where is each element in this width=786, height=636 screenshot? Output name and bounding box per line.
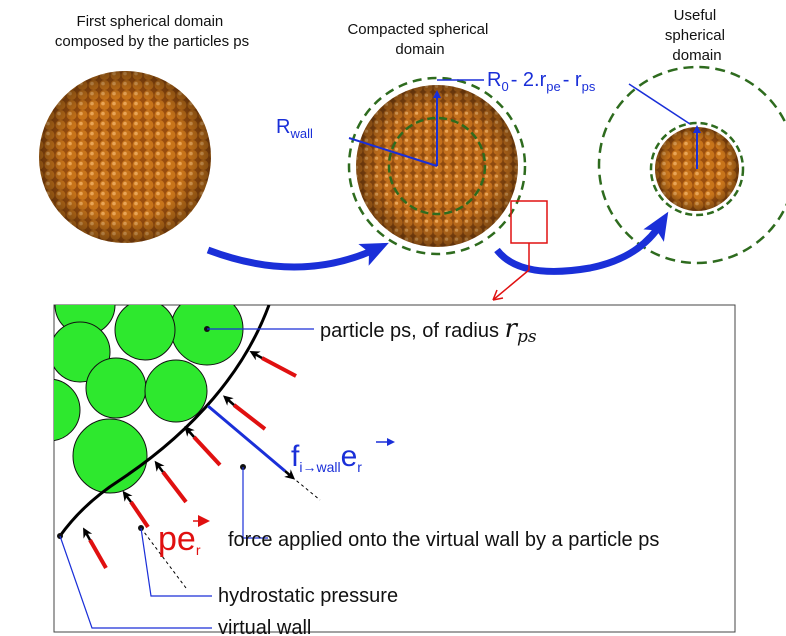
detail-panel-frame: [53, 304, 736, 633]
pressure-extension: [140, 527, 187, 589]
transition-arrow-2: [494, 211, 669, 275]
compacted-spherical-domain: [347, 76, 548, 256]
svg-text:per: per: [158, 520, 201, 558]
compacted-domain-label: Compacted spherical domain: [347, 21, 492, 58]
particle-ps-8: [72, 418, 148, 494]
svg-text:fi→waller: fi→waller: [291, 440, 362, 475]
rwall-radius-line: [348, 137, 438, 167]
inner-dashed-circle: [387, 116, 487, 216]
virtual-wall-arc: [58, 305, 271, 537]
pressure-label: hydrostatic pressure: [218, 585, 398, 607]
pressure-arrows: [83, 351, 297, 569]
force-label: force applied onto the virtual wall by a…: [228, 529, 659, 551]
particle-label: particle ps, of radius rps: [320, 314, 537, 347]
leader-lines: [57, 328, 314, 629]
pressure-leader: [140, 527, 212, 597]
force-extension: [291, 476, 321, 501]
particle-ps-5: [85, 357, 147, 419]
particle-ps-7: [54, 378, 81, 442]
useful-leader-line: [628, 83, 691, 125]
green-particles: [54, 305, 244, 494]
force-arrow: [207, 404, 286, 473]
first-domain-label: First spherical domain composed by the p…: [55, 13, 249, 50]
outer-dashed-circle: [347, 76, 527, 256]
particle-ps-2: [114, 305, 176, 361]
useful-inner-dashed-circle: [649, 121, 745, 217]
wall-leader: [59, 535, 212, 629]
zoom-connector-arrowhead: [492, 289, 504, 301]
force-symbol: fi→waller: [291, 438, 395, 475]
useful-domain-label: Useful spherical domain: [665, 7, 729, 64]
force-arrowhead: [284, 469, 296, 480]
force-leader: [242, 467, 268, 539]
wall-label: virtual wall: [218, 617, 311, 636]
useful-outer-dashed-circle: [597, 65, 786, 265]
detail-panel-content: [54, 305, 271, 537]
particle-ps-6: [144, 359, 208, 423]
zoom-connector-line: [492, 243, 530, 301]
first-spherical-domain: [39, 71, 211, 243]
useful-spherical-domain: [597, 65, 786, 265]
rwall-label: Rwall: [276, 116, 313, 141]
pressure-symbol: per: [158, 515, 210, 558]
transition-arrow-1: [206, 242, 389, 271]
zoom-region-box: [510, 200, 548, 244]
r0-label: R0- 2.rpe- rps: [487, 69, 596, 94]
